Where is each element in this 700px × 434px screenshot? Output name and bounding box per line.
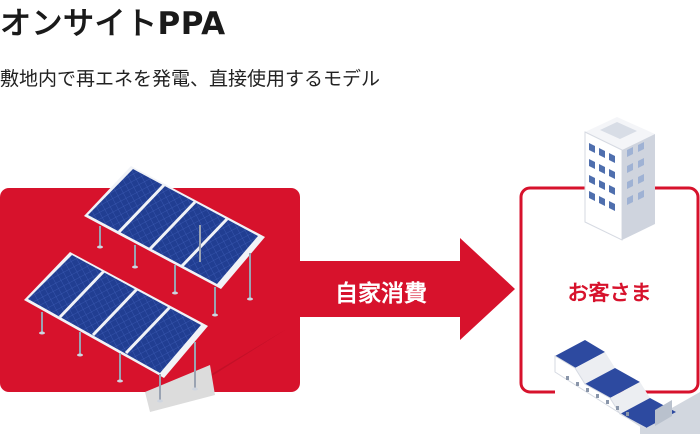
page-subtitle: 敷地内で再エネを発電、直接使用するモデル [0, 68, 381, 90]
office-building-icon [584, 117, 655, 241]
page-title: オンサイトPPA [0, 6, 226, 42]
customer-label: お客さま [567, 281, 652, 305]
self-consumption-label: 自家消費 [335, 281, 427, 307]
self-consumption-arrow [298, 238, 515, 340]
solar-panel-array-icon [24, 166, 285, 412]
factory-icon [554, 340, 700, 434]
